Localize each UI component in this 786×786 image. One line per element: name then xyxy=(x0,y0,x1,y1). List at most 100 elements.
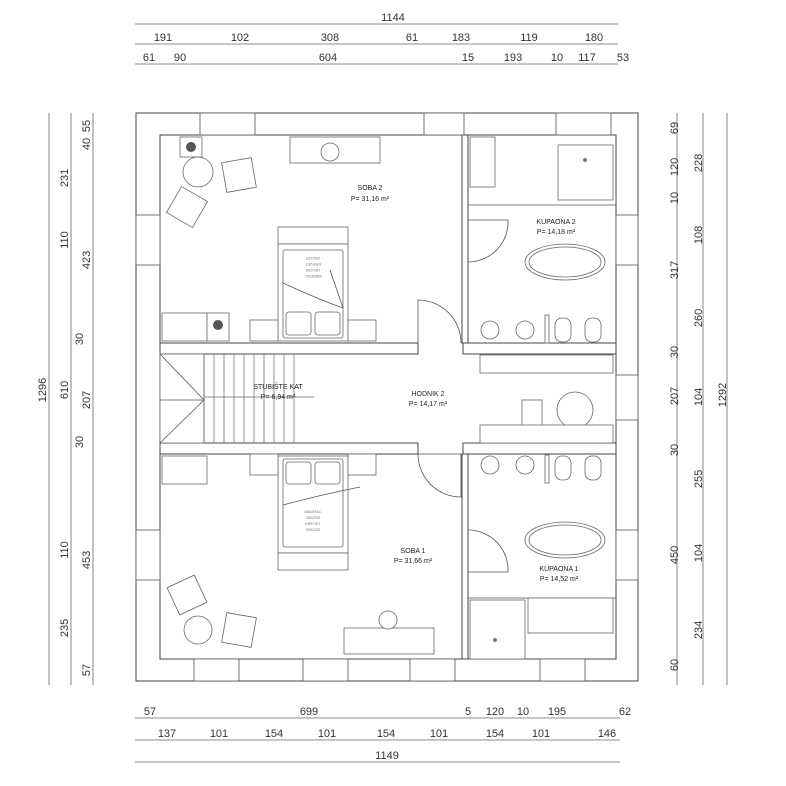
dim-label: 101 xyxy=(532,728,550,740)
dim-label: 30 xyxy=(74,333,86,345)
room-soba1: SOBA 1 P= 31,66 m² xyxy=(394,548,433,565)
bed-note: MADRAC xyxy=(304,509,321,514)
dim-label: 450 xyxy=(669,546,681,564)
dim-label: 234 xyxy=(693,621,705,639)
dim-right-col1: 69 120 10 317 30 207 30 450 60 xyxy=(669,122,681,671)
dim-label: 30 xyxy=(669,346,681,358)
dim-label: 61 xyxy=(406,32,418,44)
dim-label: 154 xyxy=(486,728,504,740)
dim-left-total: 1296 xyxy=(37,378,49,402)
dim-label: 10 xyxy=(669,192,681,204)
dim-label: 5 xyxy=(465,706,471,718)
dim-label: 154 xyxy=(265,728,283,740)
dim-label: 117 xyxy=(578,52,596,64)
room-stubiste: STUBIŠTE KAT P= 6,94 m² xyxy=(253,382,303,401)
dim-left-col3: 55 40 423 30 207 30 453 57 xyxy=(74,120,93,676)
room-name: STUBIŠTE KAT xyxy=(253,382,303,391)
dim-label: 101 xyxy=(430,728,448,740)
dim-label: 10 xyxy=(517,706,529,718)
dim-bottom-total: 1149 xyxy=(375,750,399,762)
room-kupaona1: KUPAONA 1 P= 14,52 m² xyxy=(539,566,578,583)
dim-top-total: 1144 xyxy=(381,12,405,24)
dim-label: 110 xyxy=(59,231,71,249)
dim-label: 53 xyxy=(617,52,629,64)
dimension-lines xyxy=(48,23,728,763)
dim-label: 15 xyxy=(462,52,474,64)
dim-label: 120 xyxy=(669,158,681,176)
dim-label: 57 xyxy=(144,706,156,718)
staircase xyxy=(159,353,314,444)
dim-label: 60 xyxy=(669,659,681,671)
dim-label: 137 xyxy=(158,728,176,740)
dim-label: 191 xyxy=(154,32,172,44)
dim-label: 154 xyxy=(377,728,395,740)
dim-label: 235 xyxy=(59,619,71,637)
dim-label: 110 xyxy=(59,541,71,559)
dim-bottom-row1: 57 699 5 120 10 195 62 xyxy=(144,706,631,718)
room-kupaona2: KUPAONA 2 P= 14,18 m² xyxy=(536,219,575,236)
dim-label: 102 xyxy=(231,32,249,44)
room-name: SOBA 1 xyxy=(401,548,426,555)
dim-label: 231 xyxy=(59,169,71,187)
dim-label: 62 xyxy=(619,706,631,718)
dim-label: 255 xyxy=(693,470,705,488)
dim-label: 423 xyxy=(81,251,93,269)
dim-label: 101 xyxy=(210,728,228,740)
dim-label: 120 xyxy=(486,706,504,718)
dim-label: 260 xyxy=(693,309,705,327)
walls xyxy=(135,112,639,682)
dim-label: 40 xyxy=(81,138,93,150)
dim-label: 207 xyxy=(81,391,93,409)
dim-top-row3: 61 90 604 15 193 10 117 53 xyxy=(143,52,629,64)
dim-label: 193 xyxy=(504,52,522,64)
dim-label: 308 xyxy=(321,32,339,44)
bed-note: KREVET xyxy=(304,262,321,267)
dim-label: 90 xyxy=(174,52,186,64)
dim-label: 30 xyxy=(669,444,681,456)
room-area: P= 14,17 m² xyxy=(409,401,448,408)
dim-label: 119 xyxy=(520,32,538,44)
room-area: P= 31,66 m² xyxy=(394,558,433,565)
bed-note: 180/200 xyxy=(306,515,321,520)
room-name: SOBA 2 xyxy=(358,185,383,192)
room-name: HODNIK 2 xyxy=(411,391,444,398)
dim-label: 195 xyxy=(548,706,566,718)
dim-label: 61 xyxy=(143,52,155,64)
dim-label: 10 xyxy=(551,52,563,64)
dim-label: 228 xyxy=(693,154,705,172)
bed-note: KREVET xyxy=(305,521,322,526)
bed-note: 205/220 xyxy=(305,256,320,261)
dim-label: 108 xyxy=(693,226,705,244)
dim-label: 101 xyxy=(318,728,336,740)
dim-label: 69 xyxy=(669,122,681,134)
dim-right-col2: 228 108 260 104 255 104 234 xyxy=(693,154,705,639)
room-soba2: SOBA 2 P= 31,16 m² xyxy=(351,185,390,203)
dim-label: 30 xyxy=(74,436,86,448)
dim-label: 57 xyxy=(81,664,93,676)
room-area: P= 6,94 m² xyxy=(261,394,296,401)
dim-label: 604 xyxy=(319,52,337,64)
room-area: P= 14,18 m² xyxy=(537,229,576,236)
dim-label: 207 xyxy=(669,387,681,405)
dim-left-col2: 231 110 610 110 235 xyxy=(59,169,71,637)
room-area: P= 14,52 m² xyxy=(540,576,579,583)
dim-bottom-row2: 137 101 154 101 154 101 154 101 146 xyxy=(158,728,616,740)
dim-label: 183 xyxy=(452,32,470,44)
room-hodnik2: HODNIK 2 P= 14,17 m² xyxy=(409,391,448,408)
dim-label: 453 xyxy=(81,551,93,569)
furniture xyxy=(161,136,614,660)
dim-label: 146 xyxy=(598,728,616,740)
dim-label: 317 xyxy=(669,261,681,279)
bed-note: 205/220 xyxy=(306,527,321,532)
room-name: KUPAONA 1 xyxy=(539,566,578,573)
dim-label: 55 xyxy=(81,120,93,132)
dim-label: 104 xyxy=(693,388,705,406)
dim-label: 699 xyxy=(300,706,318,718)
dim-label: 180 xyxy=(585,32,603,44)
bed-soba2: MADRAC 180/200 KREVET 205/220 xyxy=(249,226,377,342)
room-area: P= 31,16 m² xyxy=(351,196,390,203)
bed-note: 180/200 xyxy=(305,268,320,273)
bed-note: MADRAC xyxy=(304,274,321,279)
dim-right-total: 1292 xyxy=(717,383,729,407)
